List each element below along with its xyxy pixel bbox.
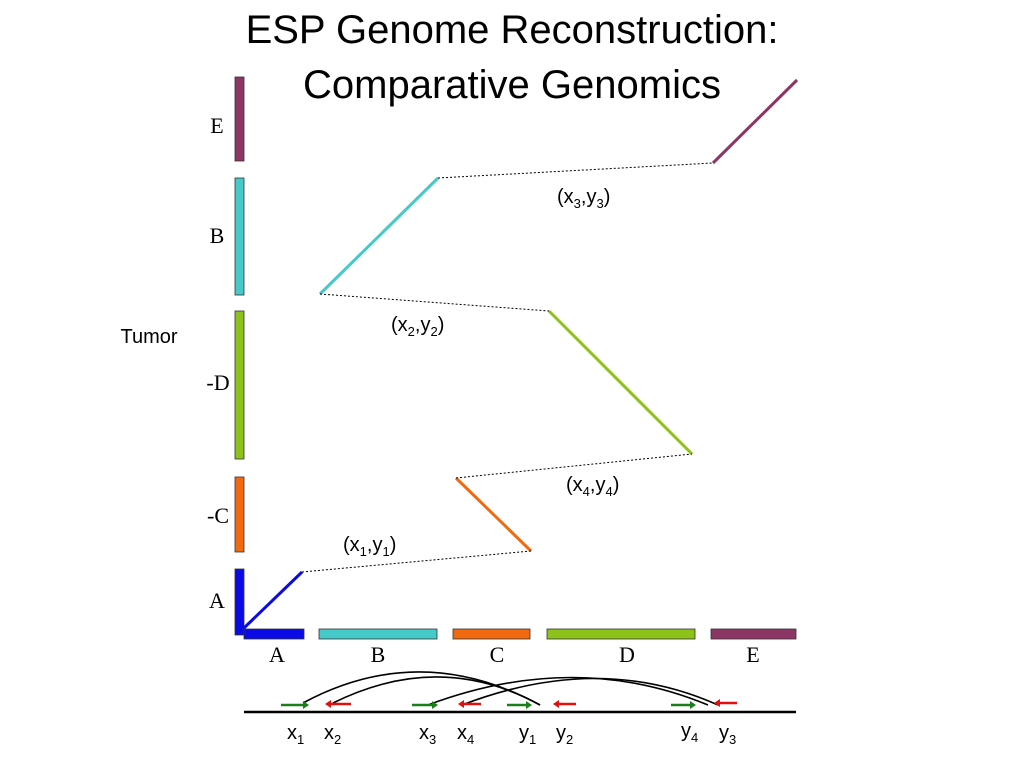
x-label-d: D [619, 642, 635, 667]
x-label-a: A [269, 642, 285, 667]
tumor-segment-b [234, 177, 245, 296]
reference-segment-d [546, 628, 696, 640]
breakpoint-label-2: (x2,y2) [391, 314, 444, 339]
x-label-c: C [490, 642, 505, 667]
reference-segment-b [318, 628, 438, 640]
title-line-1: ESP Genome Reconstruction: [245, 8, 779, 52]
forward-arrow-icon [281, 701, 309, 709]
breakpoint-connector-4 [455, 453, 693, 479]
breakpoint-connector-1 [301, 550, 532, 573]
position-label-x4: x4 [457, 722, 474, 747]
reverse-arrow-icon [553, 700, 576, 708]
position-label-y3: y3 [719, 722, 736, 747]
alignment-line-e [711, 78, 799, 165]
x-label-b: B [371, 642, 386, 667]
position-label-y4: y4 [681, 720, 698, 745]
reference-segment-e [710, 628, 797, 640]
tumor-segment-e [234, 76, 245, 162]
reference-segment-a [243, 628, 305, 640]
position-label-y1: y1 [519, 722, 536, 747]
alignment-line-c [454, 476, 533, 553]
position-label-y2: y2 [556, 722, 573, 747]
breakpoint-label-3: (x3,y3) [557, 186, 610, 211]
forward-arrow-icon [412, 701, 438, 709]
breakpoint-label-1: (x1,y1) [343, 534, 396, 559]
forward-arrow-icon [671, 701, 696, 709]
read-pair-arc-2 [332, 676, 541, 706]
tumor-segment-c [234, 476, 245, 553]
y-label-e: E [210, 113, 223, 138]
y-label-c: -C [207, 503, 229, 528]
position-label-x3: x3 [419, 722, 436, 747]
read-pair-arc-4 [461, 677, 719, 706]
breakpoint-connector-3 [437, 162, 714, 179]
y-label-b: B [210, 223, 225, 248]
position-label-x2: x2 [324, 722, 341, 747]
tumor-segment-d [234, 310, 245, 460]
y-label-d: -D [206, 370, 229, 395]
alignment-line-b [318, 176, 440, 296]
tumor-segment-a [234, 568, 245, 636]
x-label-e: E [746, 642, 759, 667]
reverse-arrow-icon [325, 700, 351, 708]
reference-segment-c [452, 628, 531, 640]
reverse-arrow-icon [714, 699, 737, 707]
breakpoint-connector-2 [319, 293, 550, 312]
read-pair-arc-3 [427, 676, 709, 706]
breakpoint-label-4: (x4,y4) [566, 474, 619, 499]
alignment-line-d [547, 309, 694, 456]
title-line-2: Comparative Genomics [303, 63, 721, 107]
reverse-arrow-icon [458, 700, 481, 708]
y-label-a: A [209, 588, 225, 613]
alignment-line-a [242, 570, 304, 630]
position-label-x1: x1 [287, 722, 304, 747]
forward-arrow-icon [507, 701, 532, 709]
tumor-label: Tumor [120, 326, 177, 348]
